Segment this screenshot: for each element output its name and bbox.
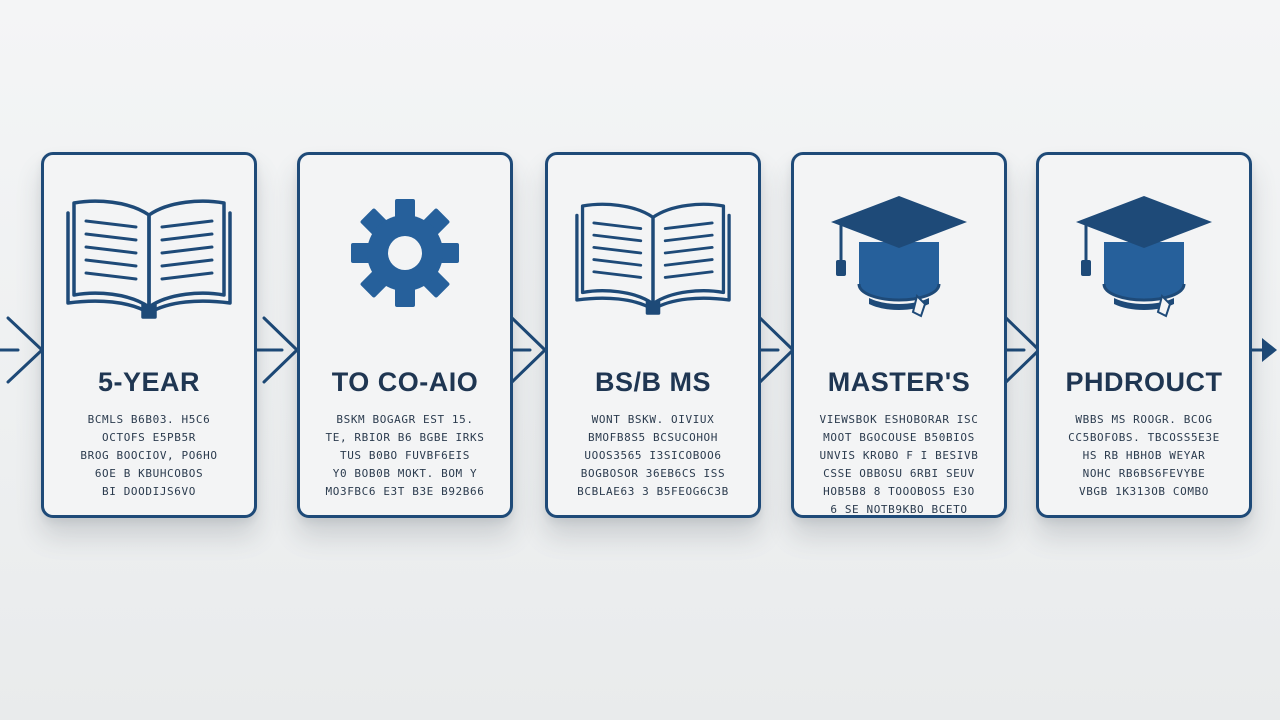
- stage-card-4: MASTER'S VIEWSBOK ESHOBORAR ISC MOOT BGO…: [791, 152, 1007, 518]
- description-line: WBBS MS ROOGR. BCOG: [1075, 413, 1213, 426]
- description-line: WONT BSKW. OIVIUX: [591, 413, 715, 426]
- description-line: HS RB HBHOB WEYAR: [1082, 449, 1206, 462]
- stage-title: PHDROUCT: [1065, 367, 1223, 397]
- stage-title: TO CO-AIO: [331, 367, 479, 397]
- stage-card-5: PHDROUCT WBBS MS ROOGR. BCOG CC5BOFOBS. …: [1036, 152, 1252, 518]
- stage-description: WONT BSKW. OIVIUX BMOFB8S5 BCSUCOHOH UOO…: [556, 411, 750, 501]
- end-arrowhead: [1262, 338, 1277, 362]
- description-line: MO3FBC6 E3T B3E B92B66: [325, 485, 485, 498]
- graduation-cap-icon: [794, 173, 1004, 333]
- description-line: TE, RBIOR B6 BGBE IRKS: [325, 431, 485, 444]
- stage-description: BSKM BOGAGR EST 15. TE, RBIOR B6 BGBE IR…: [308, 411, 502, 501]
- description-line: NOHC RB6BS6FEVYBE: [1082, 467, 1206, 480]
- stage-card-1: 5-YEAR BCMLS B6B03. H5C6 OCTOFS E5PB5R B…: [41, 152, 257, 518]
- description-line: 6OE B KBUHCOBOS: [94, 467, 204, 480]
- description-line: BI DOODIJS6VO: [102, 485, 196, 498]
- open-book-icon: [44, 173, 254, 333]
- description-line: VIEWSBOK ESHOBORAR ISC: [819, 413, 979, 426]
- stage-description: VIEWSBOK ESHOBORAR ISC MOOT BGOCOUSE B50…: [802, 411, 996, 516]
- description-line: UOOS3565 I3SICOBOO6: [584, 449, 722, 462]
- stage-title: BS/B MS: [594, 367, 711, 397]
- description-line: VBGB 1K313OB COMBO: [1078, 485, 1209, 498]
- description-line: BMOFB8S5 BCSUCOHOH: [587, 431, 718, 444]
- description-line: CC5BOFOBS. TBCOSS5E3E: [1068, 431, 1220, 444]
- description-line: MOOT BGOCOUSE B50BIOS: [823, 431, 975, 444]
- gear-icon: [300, 173, 510, 333]
- stage-description: WBBS MS ROOGR. BCOG CC5BOFOBS. TBCOSS5E3…: [1047, 411, 1241, 501]
- stage-description: BCMLS B6B03. H5C6 OCTOFS E5PB5R BROG BOO…: [52, 411, 246, 501]
- description-line: BSKM BOGAGR EST 15.: [336, 413, 474, 426]
- open-book-icon: [548, 173, 758, 333]
- description-line: HOB5B8 8 TOOOBOS5 E3O: [823, 485, 975, 498]
- graduation-cap-icon: [1039, 173, 1249, 333]
- stage-title: 5-YEAR: [97, 367, 201, 397]
- description-line: BCMLS B6B03. H5C6: [87, 413, 211, 426]
- description-line: BOGBOSOR 36EB6CS ISS: [580, 467, 726, 480]
- stage-card-3: BS/B MS WONT BSKW. OIVIUX BMOFB8S5 BCSUC…: [545, 152, 761, 518]
- description-line: CSSE OBBOSU 6RBI SEUV: [823, 467, 975, 480]
- description-line: TUS B0BO FUVBF6EIS: [339, 449, 470, 462]
- description-line: UNVIS KROBO F I BESIVB: [819, 449, 979, 462]
- description-line: 6 SE NOTB9KBO BCETO: [830, 503, 968, 516]
- description-line: BCBLAE63 3 B5FEOG6C3B: [577, 485, 729, 498]
- stage-card-2: TO CO-AIO BSKM BOGAGR EST 15. TE, RBIOR …: [297, 152, 513, 518]
- connector-0: [0, 316, 44, 384]
- description-line: OCTOFS E5PB5R: [102, 431, 196, 444]
- stage-title: MASTER'S: [827, 367, 971, 397]
- description-line: Y0 BOB0B MOKT. BOM Y: [332, 467, 478, 480]
- description-line: BROG BOOCIOV, PO6HO: [80, 449, 218, 462]
